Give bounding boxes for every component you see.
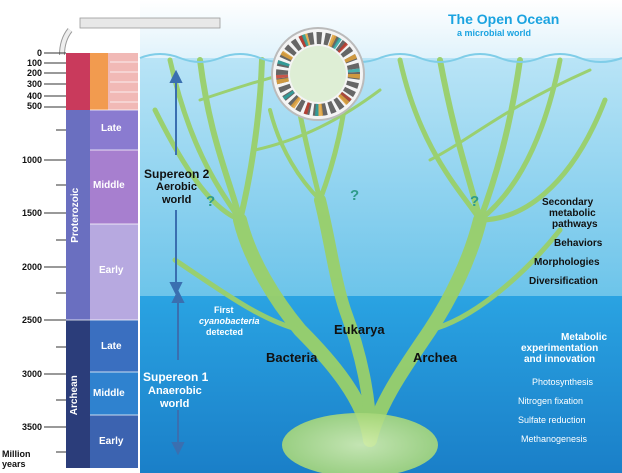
era-label-archean-late: Late — [101, 342, 122, 353]
diagram-subtitle: a microbial world — [457, 29, 531, 38]
supereon1-line1: Supereon 1 — [143, 371, 208, 384]
right-top-line: Behaviors — [554, 239, 602, 250]
y-tick-label: 300 — [2, 79, 42, 89]
microbe-ring-icon — [272, 28, 364, 120]
y-tick-label: 200 — [2, 68, 42, 78]
diagram-title: The Open Ocean — [448, 12, 559, 27]
right-bottom-line: Methanogenesis — [521, 435, 587, 444]
domain-label-archea: Archea — [413, 351, 457, 365]
era-label-archean-early: Early — [99, 437, 123, 448]
era-label-proterozoic-late: Late — [101, 124, 122, 135]
supereon1-line2: Anaerobic — [148, 386, 202, 398]
right-bottom-line: and innovation — [524, 355, 595, 366]
right-top-line: Secondary — [542, 198, 593, 209]
supereon2-line2: Aerobic — [156, 182, 197, 194]
right-top-line: Diversification — [529, 277, 598, 288]
right-top-line: metabolic — [549, 209, 596, 220]
y-tick-label: 3000 — [2, 369, 42, 379]
right-bottom-line: Sulfate reduction — [518, 416, 586, 425]
era-label-proterozoic-middle: Middle — [93, 181, 125, 192]
right-bottom-line: Metabolic — [561, 333, 607, 344]
y-tick-label: 100 — [2, 58, 42, 68]
question-mark-icon: ? — [206, 194, 215, 210]
y-tick-label: 400 — [2, 91, 42, 101]
right-bottom-line: experimentation — [521, 344, 598, 355]
supereon1-line3: world — [160, 399, 189, 411]
eon-label-proterozoic: Proterozoic — [71, 180, 82, 250]
domain-label-eukarya: Eukarya — [334, 323, 385, 337]
eon-label-archean: Archean — [70, 365, 81, 425]
supereon2-line3: world — [162, 195, 191, 207]
era-label-archean-middle: Middle — [93, 389, 125, 400]
y-tick-label: 1000 — [2, 155, 42, 165]
supereon2-line1: Supereon 2 — [144, 168, 209, 181]
cyanobacteria-line3: detected — [206, 328, 243, 337]
question-mark-icon: ? — [470, 194, 479, 210]
right-bottom-line: Photosynthesis — [532, 378, 593, 387]
y-tick-label: 2500 — [2, 315, 42, 325]
right-top-line: pathways — [552, 220, 598, 231]
sky-band — [140, 0, 622, 60]
domain-label-bacteria: Bacteria — [266, 351, 317, 365]
y-axis-ticks — [44, 53, 66, 452]
right-top-line: Morphologies — [534, 258, 600, 269]
era-label-proterozoic-early: Early — [99, 266, 123, 277]
y-axis-unit-line1: Million — [2, 449, 42, 459]
right-bottom-line: Nitrogen fixation — [518, 397, 583, 406]
cyanobacteria-line2: cyanobacteria — [199, 317, 260, 326]
question-mark-icon: ? — [350, 188, 359, 204]
cyanobacteria-line1: First — [214, 306, 234, 315]
y-tick-label: 2000 — [2, 262, 42, 272]
y-tick-label: 1500 — [2, 208, 42, 218]
y-tick-label: 3500 — [2, 422, 42, 432]
y-tick-label: 0 — [2, 48, 42, 58]
y-axis-unit-line2: years — [2, 459, 42, 469]
y-tick-label: 500 — [2, 101, 42, 111]
